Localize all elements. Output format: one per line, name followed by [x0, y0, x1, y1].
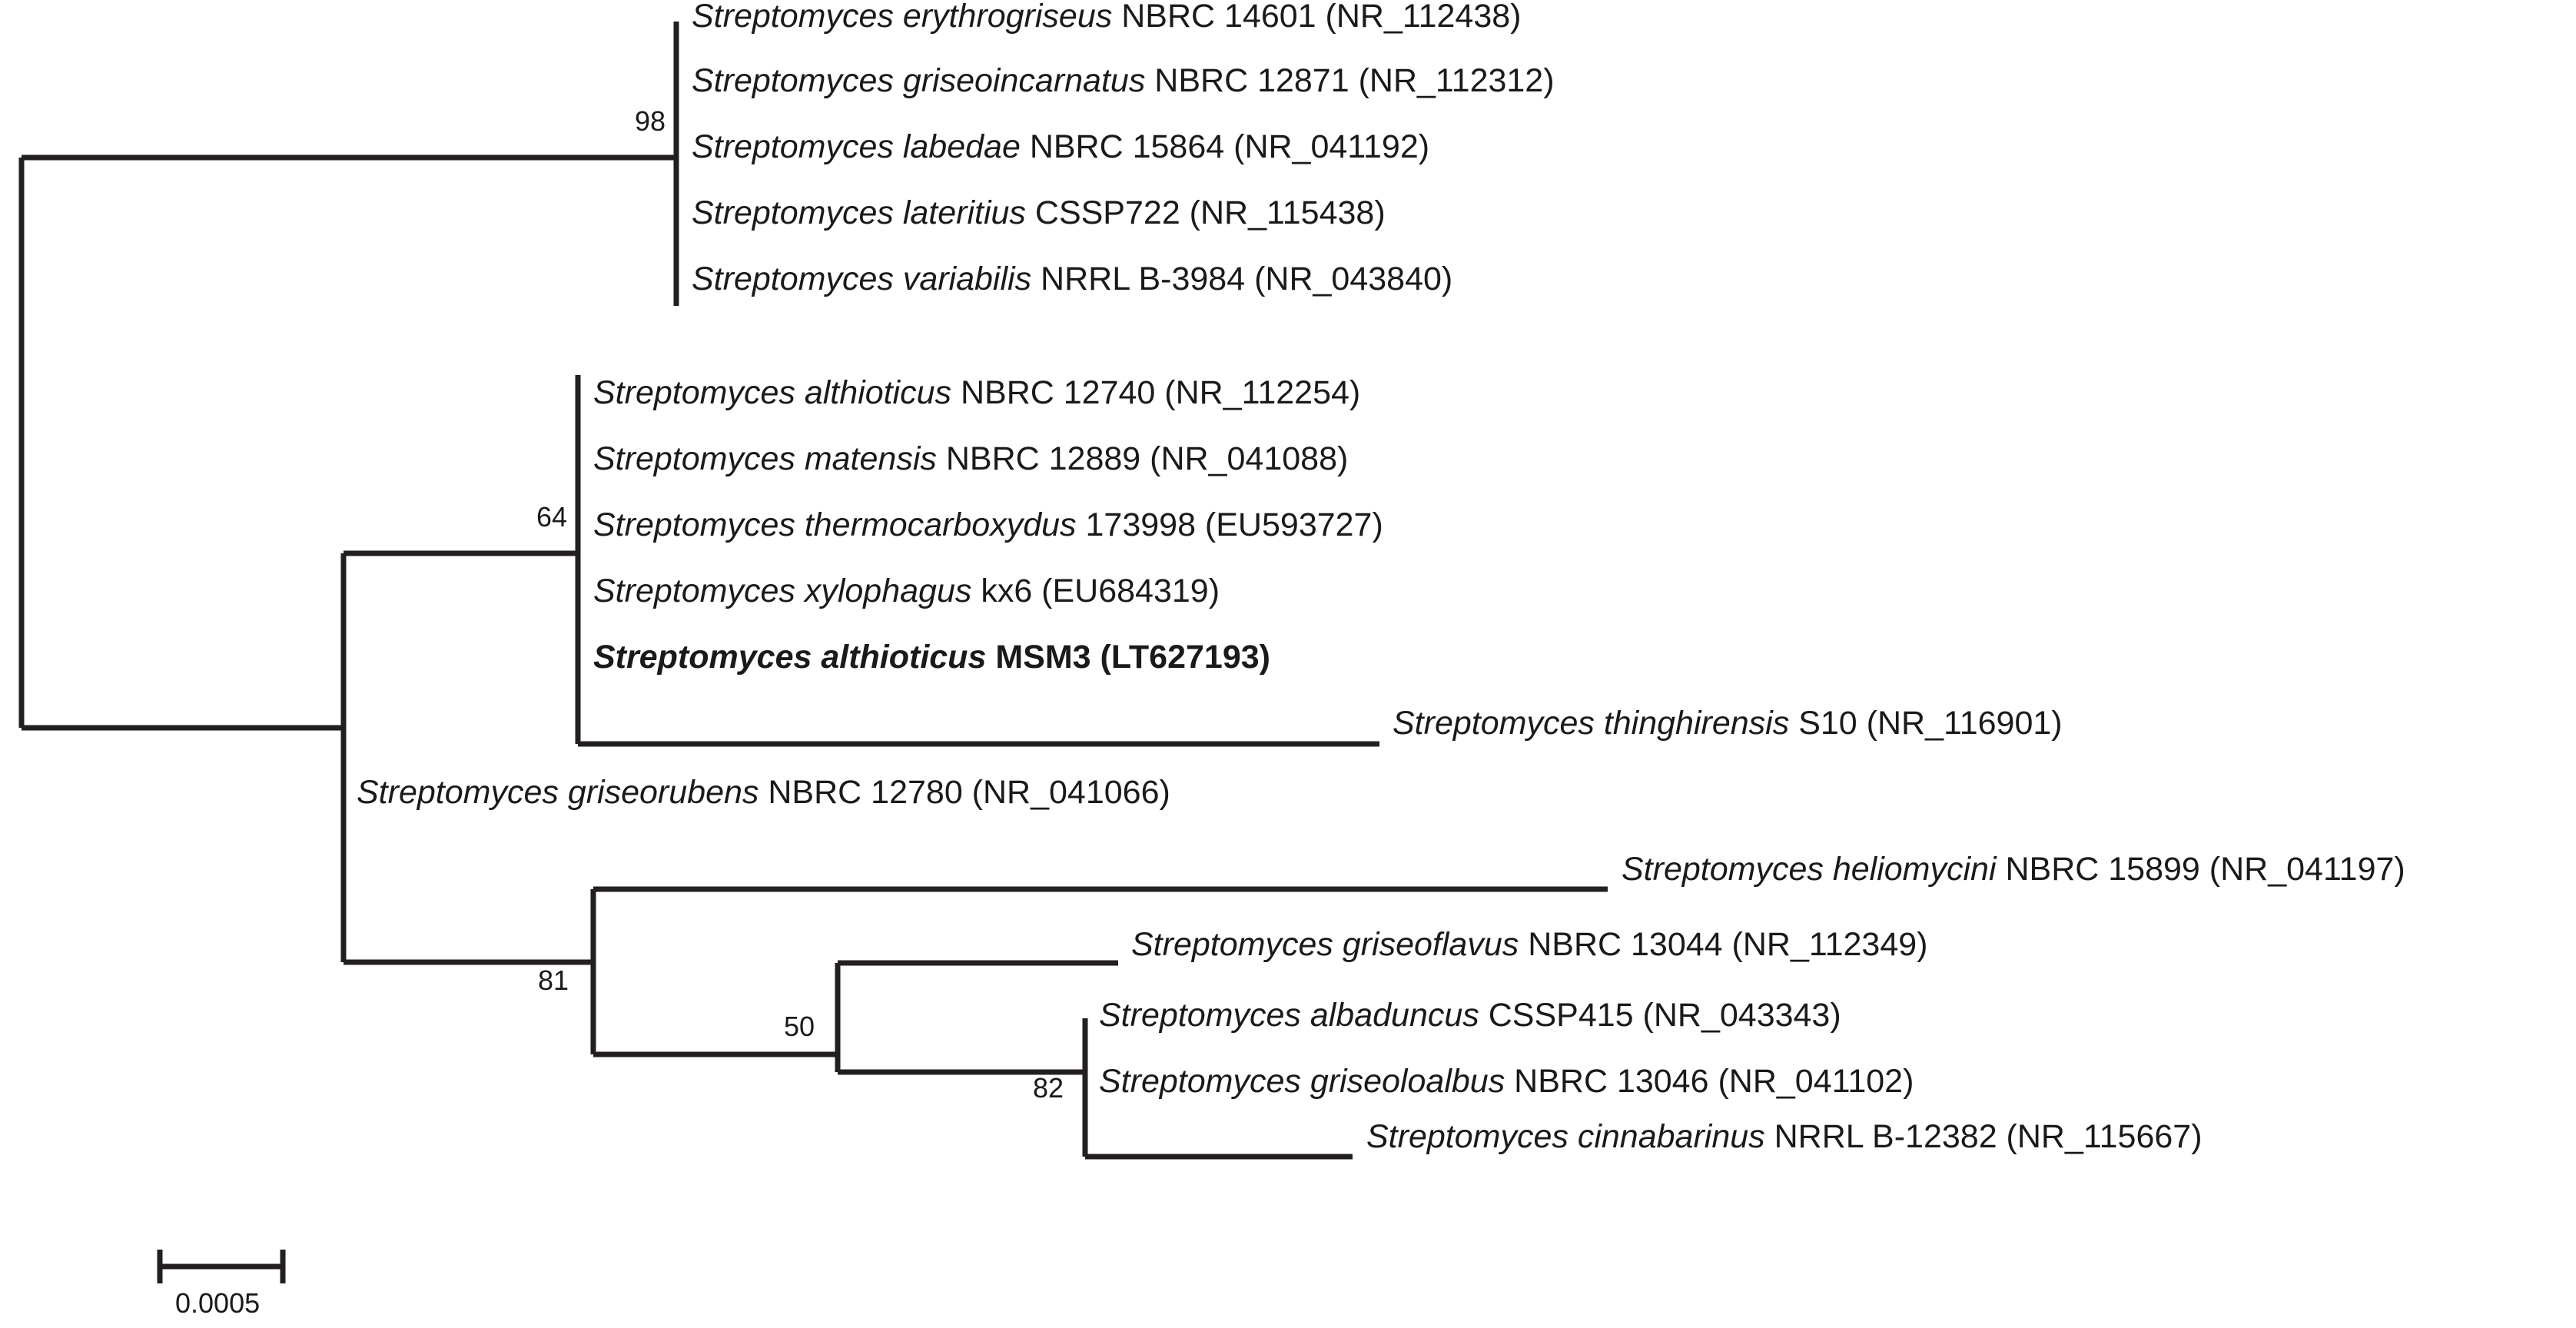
bootstrap-value-82: 82 [1033, 1072, 1064, 1104]
leaf-label-labedae: Streptomyces labedae NBRC 15864 (NR_0411… [692, 131, 1429, 164]
leaf-label-thermocarboxydus: Streptomyces thermocarboxydus 173998 (EU… [593, 509, 1383, 542]
leaf-label-lateritius: Streptomyces lateritius CSSP722 (NR_1154… [692, 197, 1386, 230]
leaf-strain-accession: NBRC 12889 (NR_041088) [945, 440, 1349, 477]
leaf-label-xylophagus: Streptomyces xylophagus kx6 (EU684319) [593, 575, 1220, 608]
leaf-species-name: Streptomyces lateritius [692, 194, 1026, 231]
scale-bar-label: 0.0005 [175, 1287, 261, 1319]
leaf-label-cinnabarinus: Streptomyces cinnabarinus NRRL B-12382 (… [1366, 1120, 2203, 1154]
leaf-strain-accession: NBRC 15899 (NR_041197) [2005, 851, 2405, 888]
leaf-species-name: Streptomyces cinnabarinus [1366, 1118, 1765, 1155]
leaf-species-name: Streptomyces heliomycini [1622, 851, 1997, 888]
leaf-strain-accession: NBRC 13046 (NR_041102) [1514, 1063, 1914, 1100]
leaf-label-griseorubens: Streptomyces griseorubens NBRC 12780 (NR… [357, 776, 1170, 809]
leaf-strain-accession: NBRC 14601 (NR_112438) [1121, 0, 1522, 35]
leaf-label-griseoincarnatus: Streptomyces griseoincarnatus NBRC 12871… [692, 65, 1555, 98]
leaf-species-name: Streptomyces althioticus [593, 374, 952, 411]
leaf-strain-accession: CSSP415 (NR_043343) [1488, 997, 1841, 1034]
leaf-strain-accession: NBRC 12740 (NR_112254) [960, 374, 1361, 411]
leaf-label-althioticus-msm3: Streptomyces althioticus MSM3 (LT627193) [593, 641, 1270, 674]
bootstrap-value-64: 64 [536, 501, 568, 533]
leaf-label-albaduncus: Streptomyces albaduncus CSSP415 (NR_0433… [1099, 999, 1841, 1032]
leaf-label-thinghirensis: Streptomyces thinghirensis S10 (NR_11690… [1393, 707, 2063, 740]
leaf-strain-accession: NBRC 12780 (NR_041066) [768, 774, 1170, 811]
leaf-strain-accession: CSSP722 (NR_115438) [1034, 194, 1386, 231]
bootstrap-value-50: 50 [784, 1011, 815, 1042]
leaf-strain-accession: NBRC 15864 (NR_041192) [1029, 128, 1430, 165]
leaf-label-griseoflavus: Streptomyces griseoflavus NBRC 13044 (NR… [1131, 928, 1927, 961]
leaf-strain-accession: NRRL B-12382 (NR_115667) [1774, 1118, 2203, 1155]
leaf-species-name: Streptomyces erythrogriseus [692, 0, 1113, 35]
leaf-strain-accession: S10 (NR_116901) [1798, 705, 2063, 742]
leaf-species-name: Streptomyces althioticus [593, 639, 987, 676]
leaf-label-matensis: Streptomyces matensis NBRC 12889 (NR_041… [593, 443, 1348, 476]
leaf-species-name: Streptomyces griseoloalbus [1099, 1063, 1505, 1100]
leaf-strain-accession: kx6 (EU684319) [981, 573, 1220, 609]
leaf-species-name: Streptomyces thermocarboxydus [593, 506, 1077, 543]
leaf-species-name: Streptomyces matensis [593, 440, 937, 477]
leaf-strain-accession: NBRC 13044 (NR_112349) [1528, 926, 1928, 963]
bootstrap-value-81: 81 [538, 964, 569, 996]
leaf-species-name: Streptomyces griseorubens [357, 774, 759, 811]
leaf-strain-accession: 173998 (EU593727) [1085, 506, 1383, 543]
leaf-species-name: Streptomyces variabilis [692, 261, 1032, 297]
leaf-species-name: Streptomyces xylophagus [593, 573, 972, 609]
leaf-strain-accession: MSM3 (LT627193) [995, 639, 1270, 676]
leaf-species-name: Streptomyces labedae [692, 128, 1021, 165]
leaf-label-althioticus-nbrc: Streptomyces althioticus NBRC 12740 (NR_… [593, 377, 1360, 410]
leaf-species-name: Streptomyces thinghirensis [1393, 705, 1790, 742]
leaf-label-erythrogriseus: Streptomyces erythrogriseus NBRC 14601 (… [692, 0, 1521, 33]
leaf-label-heliomycini: Streptomyces heliomycini NBRC 15899 (NR_… [1622, 853, 2405, 886]
leaf-species-name: Streptomyces albaduncus [1099, 997, 1479, 1034]
bootstrap-value-98: 98 [635, 105, 666, 137]
leaf-strain-accession: NBRC 12871 (NR_112312) [1154, 62, 1555, 99]
leaf-species-name: Streptomyces griseoincarnatus [692, 62, 1146, 99]
leaf-label-variabilis: Streptomyces variabilis NRRL B-3984 (NR_… [692, 263, 1452, 296]
leaf-species-name: Streptomyces griseoflavus [1131, 926, 1519, 963]
leaf-strain-accession: NRRL B-3984 (NR_043840) [1041, 261, 1453, 297]
leaf-label-griseoloalbus: Streptomyces griseoloalbus NBRC 13046 (N… [1099, 1065, 1914, 1098]
